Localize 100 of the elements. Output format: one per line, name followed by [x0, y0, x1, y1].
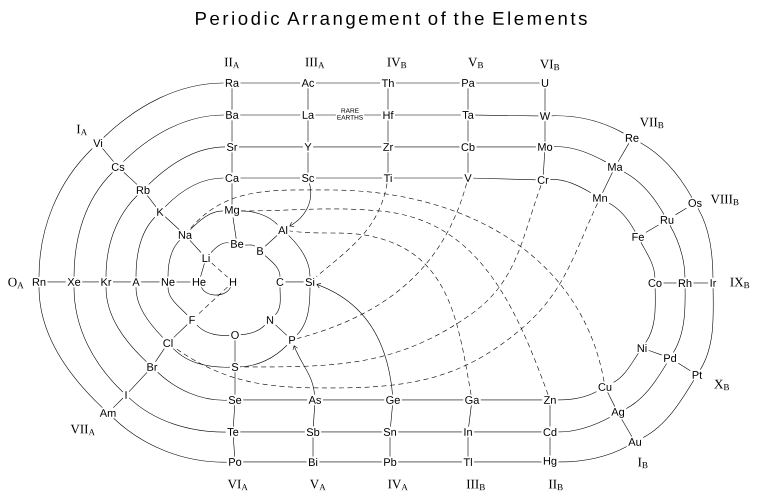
group-label: II$_{A}$ [224, 58, 240, 68]
element-symbol: Br [147, 363, 158, 371]
element-symbol: Ra [226, 79, 240, 87]
connecting-line [613, 353, 639, 383]
connecting-line [670, 225, 686, 278]
connecting-line [148, 146, 226, 185]
element-symbol: Co [648, 279, 662, 287]
connecting-line [693, 282, 708, 284]
element-symbol: Sc [302, 174, 314, 182]
connecting-line [394, 146, 460, 148]
connecting-line [173, 348, 230, 368]
group-label: IV$_{A}$ [388, 480, 408, 490]
connecting-line [210, 242, 230, 253]
dashed-line [289, 230, 472, 395]
connecting-line [113, 418, 228, 462]
element-symbol: Fe [632, 233, 644, 241]
connecting-line [234, 372, 236, 395]
connecting-line [313, 405, 315, 427]
connecting-line [468, 405, 472, 427]
connecting-line [38, 148, 93, 277]
connecting-line [264, 255, 280, 277]
element-symbol: Ta [462, 111, 474, 119]
connecting-line [173, 324, 188, 338]
connecting-line [472, 178, 536, 180]
element-symbol: Hg [544, 457, 556, 467]
connecting-line [168, 240, 180, 277]
connecting-line [240, 210, 278, 225]
element-symbol: U [542, 79, 548, 87]
connecting-line [396, 82, 460, 84]
element-symbol: Ca [226, 174, 240, 182]
connecting-line [624, 172, 664, 215]
connecting-line [550, 179, 592, 194]
group-label: VIII$_{B}$ [710, 194, 739, 206]
connecting-line [106, 195, 138, 277]
connecting-line [200, 263, 205, 277]
element-symbol: N [266, 316, 274, 324]
group-label: VII$_{A}$ [70, 424, 95, 436]
connecting-line [238, 146, 304, 148]
element-symbol: Al [278, 226, 288, 234]
element-symbol: Cr [538, 176, 549, 184]
element-symbol: Sr [227, 143, 238, 151]
element-symbol: Zn [544, 396, 556, 404]
connecting-line [168, 287, 188, 316]
element-symbol: Pb [384, 458, 396, 466]
connecting-line [312, 437, 314, 457]
element-symbol: Ti [384, 174, 392, 182]
connecting-line [113, 398, 124, 408]
element-symbol: Zr [383, 143, 394, 151]
connecting-line [240, 82, 300, 84]
element-symbol: Mn [593, 194, 607, 202]
element-symbol: Hf [383, 111, 394, 119]
connecting-line [136, 216, 156, 277]
element-symbol: Ma [608, 163, 623, 171]
connecting-line [476, 146, 536, 148]
element-symbol: Ag [611, 408, 624, 418]
connecting-line [626, 363, 667, 409]
connecting-line [640, 142, 692, 198]
connecting-line [275, 324, 288, 336]
element-symbol: Rn [32, 278, 46, 286]
connecting-line [196, 324, 230, 336]
dashed-line [316, 183, 388, 277]
group-label: II$_{B}$ [548, 480, 563, 490]
element-symbol: Ne [162, 278, 175, 286]
element-symbol: Cl [163, 338, 172, 348]
connecting-line [234, 340, 236, 362]
element-symbol: Xe [68, 278, 80, 286]
element-symbol: Ba [226, 111, 239, 119]
connecting-line [543, 152, 545, 175]
group-label: V$_{B}$ [468, 58, 484, 68]
element-symbol: Ru [660, 216, 674, 224]
connecting-line [700, 288, 714, 370]
element-symbol: Tl [464, 458, 472, 466]
connecting-line [124, 172, 138, 185]
connecting-line [394, 114, 461, 116]
connecting-line [551, 115, 624, 134]
group-label: X$_{B}$ [714, 380, 730, 390]
dashed-line [296, 182, 467, 339]
connecting-line [74, 287, 124, 392]
connecting-line [232, 217, 236, 239]
element-symbol: Pd [664, 354, 676, 362]
connecting-line [128, 372, 148, 392]
connecting-line [648, 350, 662, 356]
connecting-line [240, 344, 288, 368]
connecting-line [558, 446, 628, 462]
connecting-line [157, 372, 228, 401]
element-symbol: Cd [544, 428, 556, 436]
element-symbol: Cb [462, 142, 475, 152]
group-label: I$_{B}$ [638, 458, 648, 468]
element-symbol: S [232, 363, 238, 371]
element-symbol: Ge [386, 396, 400, 404]
connecting-line [607, 392, 616, 407]
arrow [316, 283, 393, 395]
connecting-line [155, 348, 165, 362]
connecting-line [476, 82, 540, 84]
group-label: IV$_{B}$ [387, 58, 406, 68]
connecting-line [558, 391, 597, 400]
connecting-line [608, 202, 636, 232]
dashed-line [240, 208, 548, 395]
element-symbol: La [302, 111, 314, 119]
connecting-line [128, 398, 226, 432]
